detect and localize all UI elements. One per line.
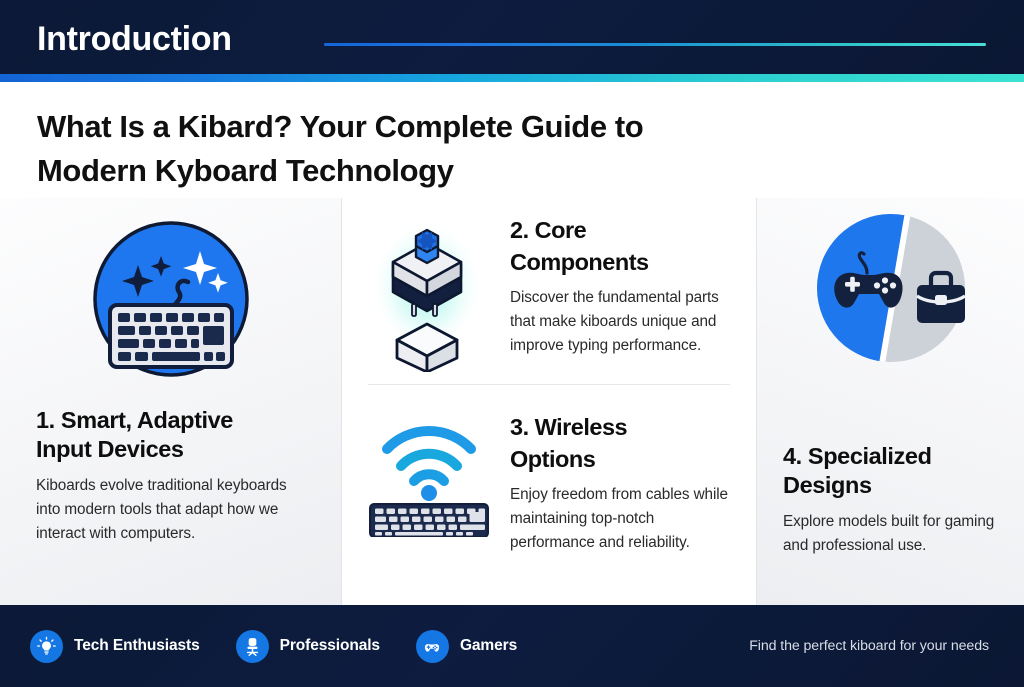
chip-label-tech-enthusiasts: Tech Enthusiasts: [74, 637, 200, 654]
gamepad-icon: [415, 629, 449, 663]
header-label: Introduction: [37, 20, 232, 58]
chip-tech-enthusiasts[interactable]: Tech Enthusiasts: [30, 629, 200, 663]
gamepad-briefcase-split-circle-icon: [783, 212, 998, 364]
page-title-line-2: Modern Kyboard Technology: [37, 153, 454, 188]
page-footer: Tech Enthusiasts Profession: [0, 605, 1024, 687]
footer-tagline: Find the perfect kiboard for your needs: [749, 638, 989, 654]
card-wireless-options-text: 3. Wireless Options Enjoy freedom from c…: [510, 409, 734, 555]
card-3-heading: 3. Wireless Options: [510, 411, 734, 475]
column-1-heading: 1. Smart, Adaptive Input Devices: [36, 406, 305, 464]
card-3-body: Enjoy freedom from cables while maintain…: [510, 486, 728, 551]
card-2-heading-line-1: 2. Core: [510, 217, 587, 243]
column-middle-cards: 2. Core Components Discover the fundamen…: [341, 198, 757, 605]
card-2-body: Discover the fundamental parts that make…: [510, 289, 719, 354]
column-4-heading-line-1: 4. Specialized: [783, 443, 932, 469]
card-3-heading-line-1: 3. Wireless: [510, 414, 628, 440]
column-4-body: Explore models built for gaming and prof…: [783, 513, 995, 554]
page-title-line-1: What Is a Kibard? Your Complete Guide to: [37, 109, 644, 144]
chip-professionals[interactable]: Professionals: [235, 629, 380, 663]
card-2-heading-line-2: Components: [510, 249, 649, 275]
footer-audience-chips: Tech Enthusiasts Profession: [30, 629, 518, 663]
lightbulb-icon: [30, 629, 63, 663]
wireless-keyboard-icon: [364, 409, 494, 537]
column-4-heading-line-2: Designs: [783, 472, 872, 498]
mechanical-switch-keycap-icon: [364, 212, 494, 372]
card-wireless-options: 3. Wireless Options Enjoy freedom from c…: [364, 385, 734, 555]
header-gradient-rule: [324, 43, 986, 46]
header-accent-bar: [0, 74, 1024, 82]
column-1-body: Kiboards evolve traditional keyboards in…: [36, 477, 287, 542]
page-title: What Is a Kibard? Your Complete Guide to…: [37, 105, 837, 193]
card-divider: [368, 384, 730, 385]
column-1-heading-line-2: Input Devices: [36, 436, 184, 462]
column-4-heading: 4. Specialized Designs: [783, 442, 998, 500]
card-2-heading: 2. Core Components: [510, 214, 734, 278]
page-header: Introduction: [0, 0, 1024, 82]
keyboard-sparkle-circle-icon: [36, 220, 305, 378]
content-columns: 1. Smart, Adaptive Input Devices Kiboard…: [0, 198, 1024, 605]
chip-label-gamers: Gamers: [459, 637, 518, 654]
card-3-heading-line-2: Options: [510, 446, 596, 472]
column-specialized-designs: 4. Specialized Designs Explore models bu…: [757, 198, 1024, 605]
card-core-components-text: 2. Core Components Discover the fundamen…: [510, 212, 734, 358]
office-chair-icon: [235, 629, 269, 663]
chip-label-professionals: Professionals: [279, 637, 380, 654]
card-core-components: 2. Core Components Discover the fundamen…: [364, 198, 734, 372]
chip-gamers[interactable]: Gamers: [415, 629, 518, 663]
column-smart-adaptive-input-devices: 1. Smart, Adaptive Input Devices Kiboard…: [0, 198, 341, 605]
column-1-heading-line-1: 1. Smart, Adaptive: [36, 407, 233, 433]
